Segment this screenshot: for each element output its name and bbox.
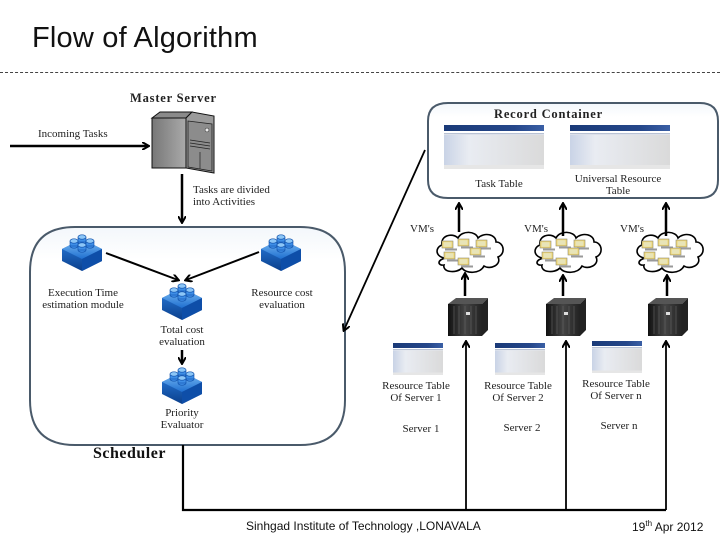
tasks-divided-label: Tasks are divided into Activities <box>193 184 270 208</box>
module-line1: Total cost <box>160 324 204 336</box>
vm-cloud-2 <box>535 232 601 272</box>
vm-label-1: VM's <box>410 223 434 235</box>
total-cost-module-label: Total cost evaluation <box>142 324 222 348</box>
server-n-label: Server n <box>600 420 638 432</box>
module-line1: Execution Time <box>48 287 118 299</box>
date-day: 19 <box>632 520 646 534</box>
tasks-divided-line2: into Activities <box>193 196 256 208</box>
server-rack-2 <box>545 297 587 337</box>
task-table-label: Task Table <box>475 178 523 190</box>
module-line1: Priority <box>165 407 199 419</box>
master-server-label: Master Server <box>130 91 217 105</box>
scheduler-box <box>29 226 346 446</box>
date-suffix: th <box>645 519 653 528</box>
incoming-tasks-label: Incoming Tasks <box>38 128 108 140</box>
resource-table-server-2-label: Resource Table Of Server 2 <box>468 380 568 404</box>
table-label-line1: Resource Table <box>582 378 650 390</box>
resource-cost-module-label: Resource cost evaluation <box>232 287 332 311</box>
vm-label-2: VM's <box>524 223 548 235</box>
module-line2: estimation module <box>42 299 124 311</box>
module-line2: Evaluator <box>160 419 204 431</box>
footer-institute: Sinhgad Institute of Technology ,LONAVAL… <box>246 519 481 533</box>
master-server-icon <box>150 111 215 174</box>
resource-table-server-2-icon <box>495 343 545 375</box>
module-line2: evaluation <box>259 299 305 311</box>
vm-label-3: VM's <box>620 223 644 235</box>
resource-to-total-arrow <box>186 251 260 280</box>
server-1-label: Server 1 <box>402 423 440 435</box>
table-label-line2: Of Server n <box>590 390 642 402</box>
slide-title: Flow of Algorithm <box>32 22 258 54</box>
server-2-label: Server 2 <box>503 422 541 434</box>
table-label-line2: Of Server 2 <box>492 392 544 404</box>
universal-resource-table-label: Universal Resource Table <box>563 173 673 197</box>
resource-table-server-1-icon <box>393 343 443 375</box>
vm-cloud-3 <box>637 232 703 272</box>
execution-time-module-label: Execution Time estimation module <box>28 287 138 311</box>
table-label-line1: Resource Table <box>382 380 450 392</box>
date-rest: Apr 2012 <box>652 520 704 534</box>
table-label-line1: Universal Resource <box>574 173 662 185</box>
table-label-line1: Resource Table <box>484 380 552 392</box>
resource-table-server-1-label: Resource Table Of Server 1 <box>366 380 466 404</box>
scheduler-to-servers-line <box>181 445 666 512</box>
server-rack-3 <box>647 297 689 337</box>
exec-to-total-arrow <box>105 252 178 280</box>
tasks-divided-line1: Tasks are divided <box>193 184 270 196</box>
server-rack-1 <box>447 297 489 337</box>
module-line1: Resource cost <box>251 287 313 299</box>
scheduler-label: Scheduler <box>93 445 166 462</box>
resource-table-server-n-icon <box>592 341 642 373</box>
module-line2: evaluation <box>159 336 205 348</box>
title-divider <box>0 72 720 73</box>
record-container-label: Record Container <box>494 107 603 121</box>
resource-table-server-n-label: Resource Table Of Server n <box>566 378 666 402</box>
table-label-line2: Table <box>605 185 631 197</box>
table-label-line2: Of Server 1 <box>390 392 442 404</box>
vm-cloud-1 <box>437 232 503 272</box>
priority-evaluator-label: Priority Evaluator <box>142 407 222 431</box>
record-to-scheduler-arrow <box>344 149 426 330</box>
footer-date: 19th Apr 2012 <box>632 519 703 534</box>
